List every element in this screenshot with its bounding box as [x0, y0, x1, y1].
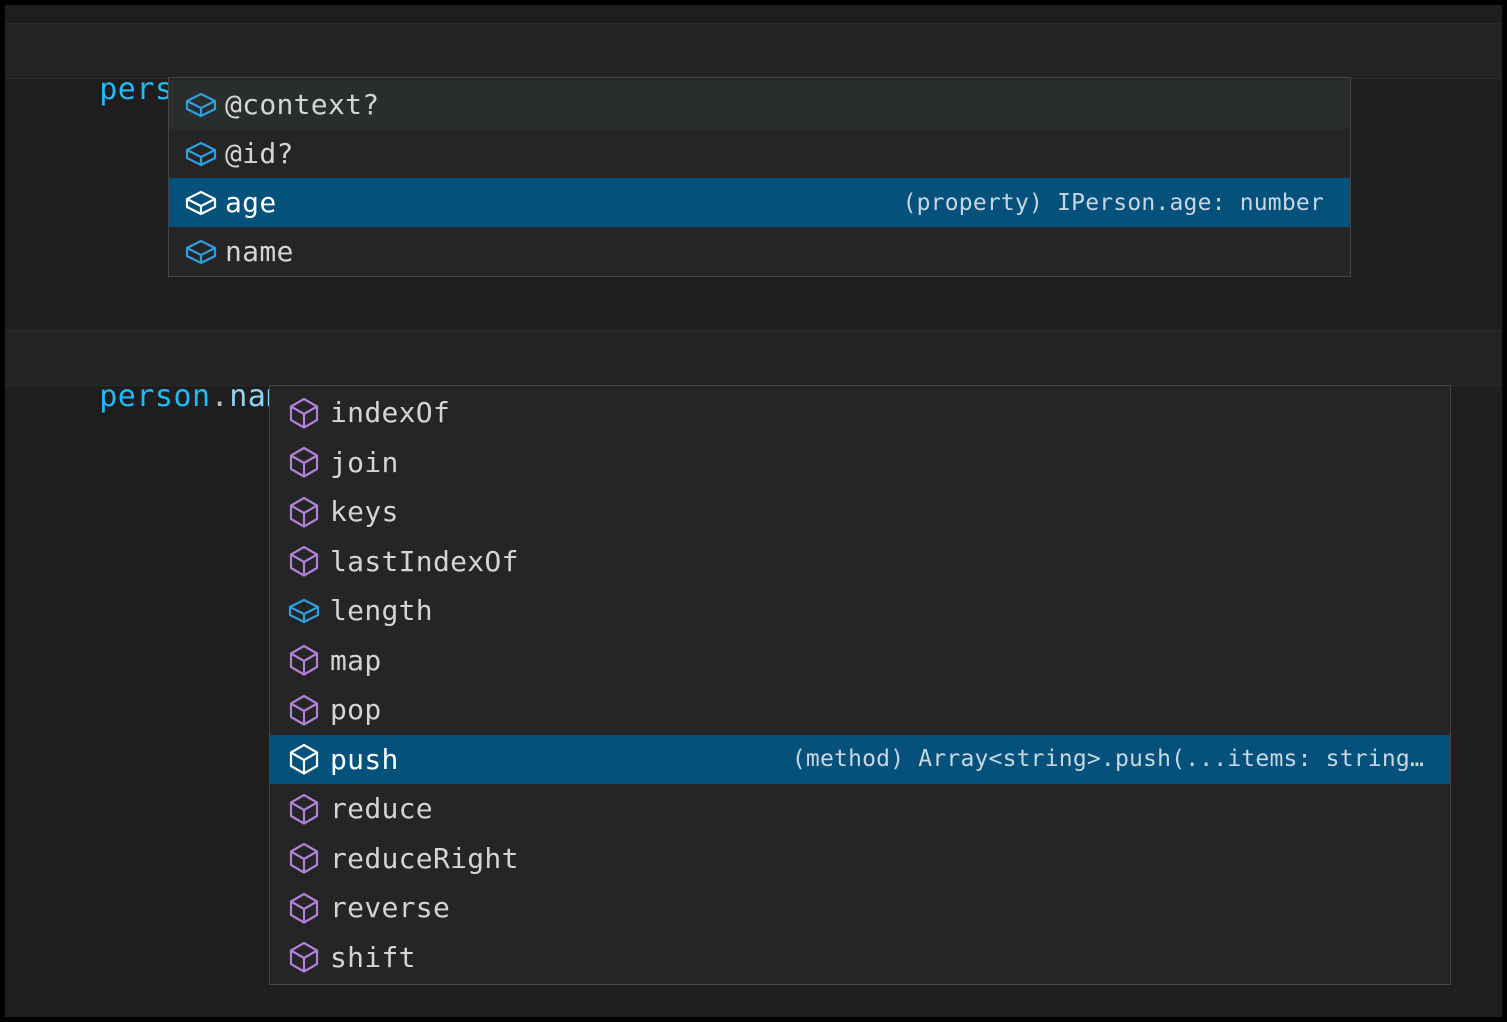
method-cube-icon: [284, 889, 324, 927]
property-cube-icon: [181, 135, 221, 173]
suggest-item-label: keys: [330, 495, 399, 529]
suggest-item-label: push: [330, 742, 399, 776]
suggest-item-label: reverse: [330, 891, 451, 925]
array-member-completion-popup[interactable]: indexOf join keys lastIndexOf length map pop pu…: [269, 385, 1451, 985]
suggest-item-context[interactable]: @context?: [169, 80, 1350, 129]
suggest-item-reduce[interactable]: reduce: [270, 784, 1450, 834]
suggest-item-join[interactable]: join: [270, 438, 1450, 488]
suggest-item-label: name: [225, 235, 294, 268]
suggest-item-push[interactable]: push (method) Array<string>.push(...items…: [270, 734, 1450, 784]
method-cube-icon: [284, 542, 324, 580]
code-token-dot: .: [210, 379, 230, 414]
suggest-item-pop[interactable]: pop: [270, 685, 1450, 735]
suggest-item-detail: (property) IPerson.age: number: [902, 189, 1324, 216]
method-cube-icon: [284, 839, 324, 877]
suggest-item-shift[interactable]: shift: [270, 933, 1450, 983]
suggest-item-label: join: [330, 445, 399, 479]
suggest-item-label: shift: [330, 940, 416, 974]
suggest-item-label: length: [330, 594, 433, 628]
suggest-item-label: pop: [330, 693, 382, 727]
method-cube-icon: [284, 394, 324, 432]
suggest-item-indexof[interactable]: indexOf: [270, 388, 1450, 438]
property-cube-icon: [181, 233, 221, 271]
method-cube-icon: [284, 443, 324, 481]
suggest-item-age[interactable]: age (property) IPerson.age: number: [169, 178, 1350, 227]
suggest-item-keys[interactable]: keys: [270, 487, 1450, 537]
suggest-item-label: @context?: [225, 88, 380, 121]
suggest-item-name[interactable]: name: [169, 227, 1350, 276]
suggest-item-reverse[interactable]: reverse: [270, 883, 1450, 933]
code-line-person-name[interactable]: person.name.;: [5, 330, 1502, 414]
suggest-item-label: reduceRight: [330, 841, 519, 875]
method-cube-icon: [284, 938, 324, 976]
method-cube-icon: [284, 641, 324, 679]
property-cube-icon: [284, 592, 324, 630]
suggest-item-label: age: [225, 186, 277, 219]
method-cube-icon: [284, 740, 324, 778]
method-cube-icon: [284, 790, 324, 828]
suggest-item-reduceright[interactable]: reduceRight: [270, 834, 1450, 884]
editor-canvas: person.; @context? @id? age (property) IPer…: [5, 5, 1502, 1017]
suggest-item-detail: (method) Array<string>.push(...items: st…: [791, 746, 1424, 773]
person-completion-popup[interactable]: @context? @id? age (property) IPerson.age: …: [168, 77, 1351, 277]
code-token-variable: person: [99, 379, 211, 414]
method-cube-icon: [284, 691, 324, 729]
suggest-item-lastindexof[interactable]: lastIndexOf: [270, 537, 1450, 587]
suggest-item-length[interactable]: length: [270, 586, 1450, 636]
suggest-item-label: @id?: [225, 137, 294, 170]
code-line-person[interactable]: person.;: [5, 23, 1502, 107]
suggest-item-label: map: [330, 643, 382, 677]
suggest-item-label: reduce: [330, 792, 433, 826]
suggest-item-label: lastIndexOf: [330, 544, 519, 578]
suggest-item-map[interactable]: map: [270, 636, 1450, 686]
method-cube-icon: [284, 493, 324, 531]
property-cube-icon: [181, 184, 221, 222]
suggest-item-id[interactable]: @id?: [169, 129, 1350, 178]
property-cube-icon: [181, 86, 221, 124]
suggest-item-label: indexOf: [330, 396, 451, 430]
